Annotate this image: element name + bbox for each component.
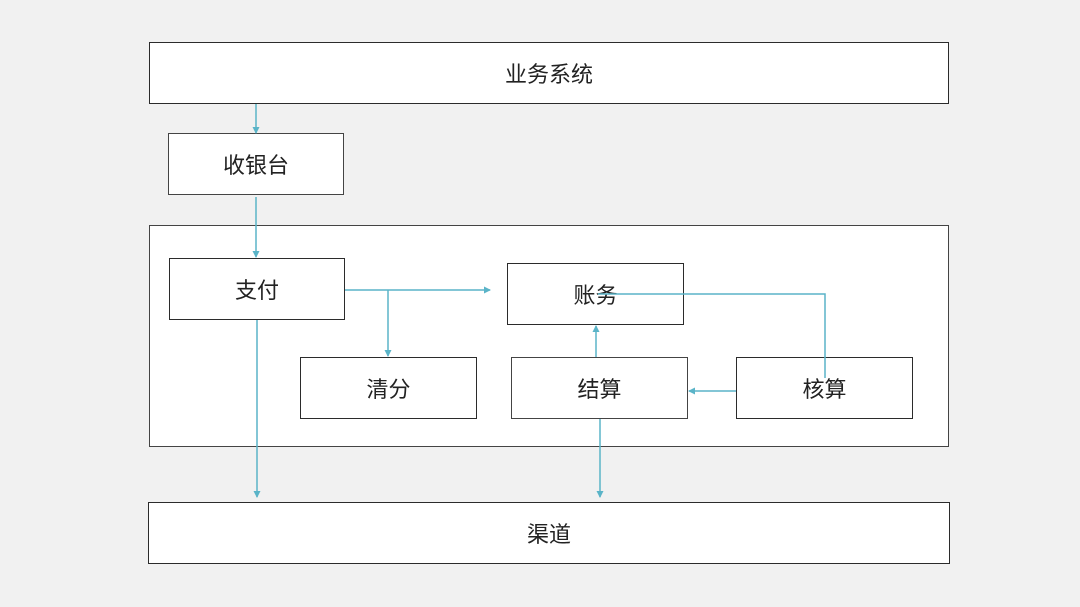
node-label: 核算 — [802, 378, 847, 403]
node-payment: 支付 — [169, 258, 345, 320]
node-label: 渠道 — [526, 523, 571, 548]
node-clearing: 清分 — [300, 357, 477, 419]
node-label: 收银台 — [222, 154, 289, 179]
node-settlement: 结算 — [511, 357, 688, 419]
node-label: 账务 — [573, 284, 618, 309]
node-reconciliation: 核算 — [736, 357, 913, 419]
node-channel: 渠道 — [148, 502, 950, 564]
node-label: 清分 — [366, 378, 411, 403]
node-label: 结算 — [577, 378, 622, 403]
node-label: 支付 — [234, 279, 279, 304]
node-label: 业务系统 — [504, 63, 593, 88]
node-cashier: 收银台 — [168, 133, 344, 195]
node-business-system: 业务系统 — [149, 42, 949, 104]
node-accounting: 账务 — [507, 263, 684, 325]
